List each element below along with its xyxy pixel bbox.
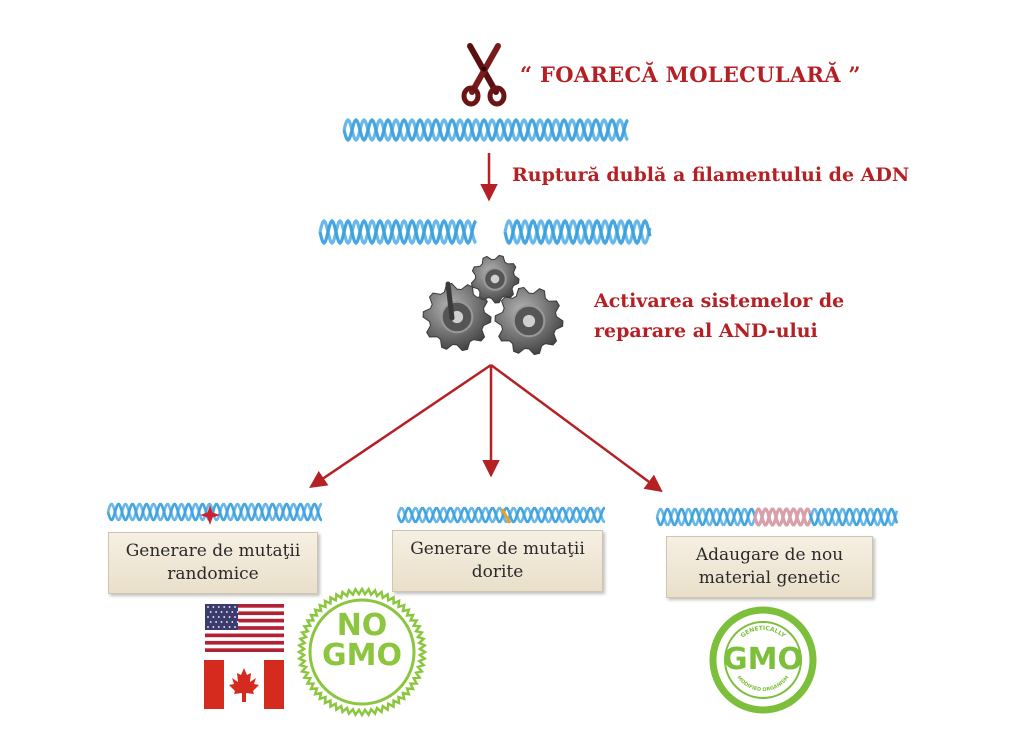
canada-flag-icon <box>204 660 284 709</box>
dna-strand-broken-right <box>503 218 652 246</box>
gmo-stamp-center-text: GMO <box>723 642 803 677</box>
no-gmo-line1: NO <box>336 608 388 643</box>
outcome-box-desired: Generare de mutaţii dorite <box>392 530 603 592</box>
gmo-stamp-icon: GENETICALLY MODIFIED ORGANISM <box>709 606 817 714</box>
outcome-random-line1: Generare de mutaţii <box>125 541 301 561</box>
scissors-icon <box>461 43 507 107</box>
step-repair-line1: Activarea sistemelor de <box>594 290 845 312</box>
step-repair-line2: reparare al AND-ului <box>594 320 818 342</box>
step-repair-label: Activarea sistemelor de reparare al AND-… <box>594 286 844 346</box>
random-mutation-star-icon <box>200 505 220 525</box>
no-gmo-stamp-text: NO GMO <box>322 611 402 671</box>
outcome-box-new-material: Adaugare de nou material genetic <box>666 536 873 598</box>
outcome-random-line2: randomice <box>167 564 259 584</box>
step-break-label: Ruptură dublă a filamentului de ADN <box>512 164 910 186</box>
no-gmo-line2: GMO <box>322 638 402 673</box>
dna-strand-intact <box>342 117 629 143</box>
outcome-box-random: Generare de mutaţii randomice <box>108 532 318 594</box>
outcome-desired-line2: dorite <box>471 562 524 582</box>
desired-mutation-marker-icon <box>500 508 512 524</box>
dna-strand-new-material <box>655 507 899 527</box>
outcome-desired-line1: Generare de mutaţii <box>410 539 585 559</box>
arrow-left-branch <box>309 363 492 488</box>
arrow-right-branch <box>490 363 663 493</box>
dna-strand-random-mutation <box>106 502 323 522</box>
gears-icon <box>422 254 564 356</box>
us-flag-icon <box>205 604 284 652</box>
no-gmo-stamp-icon <box>296 586 428 718</box>
diagram-title: “ FOARECĂ MOLECULARĂ ” <box>520 62 861 87</box>
dna-strand-broken-left <box>318 218 478 246</box>
outcome-new-line1: Adaugare de nou <box>695 545 844 565</box>
outcome-new-line2: material genetic <box>698 568 841 588</box>
